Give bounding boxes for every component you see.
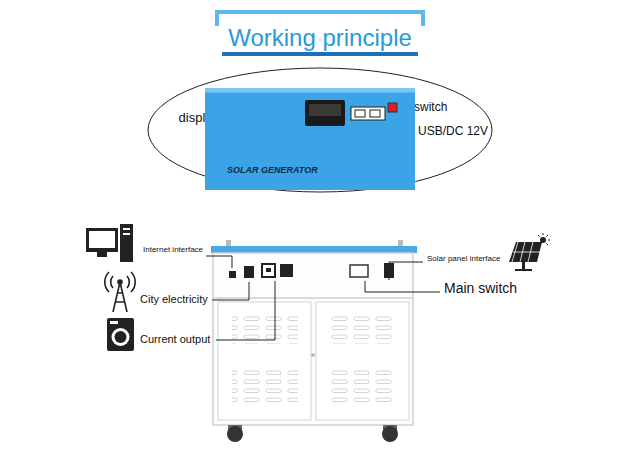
solar-panel-icon (509, 233, 550, 271)
washer-icon (107, 318, 134, 351)
part-label: USB/DC 12V (418, 125, 488, 138)
title-bracket (217, 12, 423, 26)
generator-box: SOLAR GENERATOR (205, 88, 415, 190)
tower-icon (105, 272, 135, 312)
cabinet (211, 240, 417, 442)
part-label: Main switch (444, 281, 517, 296)
port-label: Internet interface (143, 246, 203, 255)
title-bar (222, 52, 418, 56)
zoom-ellipse (148, 68, 492, 192)
port-label: City electricity (140, 293, 208, 305)
product-name: SOLAR GENERATOR (227, 166, 318, 176)
leader-lines (206, 256, 440, 340)
computer-icon (86, 224, 133, 262)
title: Working principle (228, 25, 412, 51)
port-label: Current output (140, 333, 210, 345)
part-label: switch (414, 101, 447, 114)
port-label: Solar panel interface (427, 255, 500, 264)
